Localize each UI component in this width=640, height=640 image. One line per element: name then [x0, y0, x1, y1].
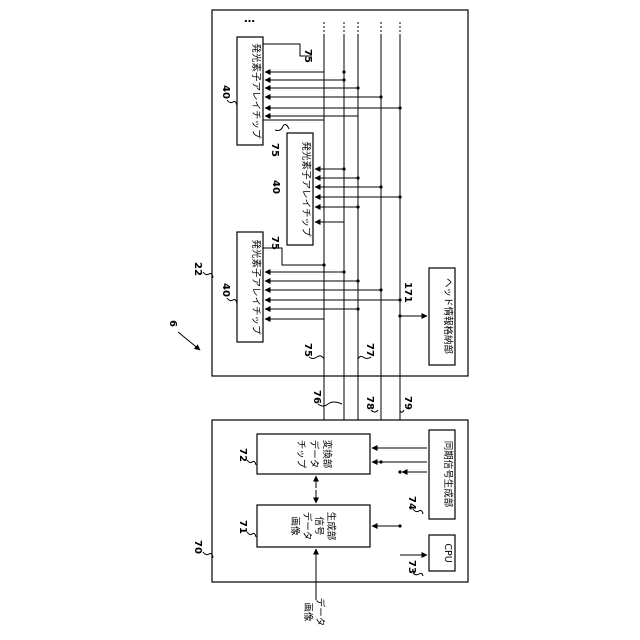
line-79-leader: [400, 410, 404, 412]
line-78-ref: 78: [364, 396, 375, 410]
line-75-ref: 75: [302, 343, 313, 357]
head-ref: 22: [192, 262, 203, 276]
chip-data-converter-label-2: データ: [308, 440, 320, 469]
line-77-ref: 77: [364, 343, 375, 357]
fig-ref-arrow: [178, 332, 200, 350]
line-76-ref: 76: [311, 390, 322, 404]
chip-data-converter-label-1: チップ: [295, 440, 306, 469]
chip-1-line-ref: 75: [302, 49, 313, 63]
image-signal-generator-label-2: データ: [301, 512, 313, 541]
line-78-leader: [371, 410, 378, 412]
head-info-ref: 171: [402, 282, 413, 303]
image-data-input-label-1: 画像: [302, 602, 314, 622]
chip-3-ref: 40: [220, 283, 231, 297]
chip-1-ref: 40: [220, 85, 231, 99]
chip-3-line-ref: 75: [269, 236, 280, 250]
fig-ref: 6: [167, 320, 178, 327]
ellipsis-text: …: [244, 12, 255, 25]
image-signal-generator-label-4: 生成部: [325, 512, 337, 541]
chip-2-line-ref: 75: [269, 143, 280, 157]
chip-2-ref: 40: [270, 180, 281, 194]
controller-ref: 70: [192, 540, 203, 554]
chip-3-label: 発光素子アレイチップ: [250, 239, 262, 335]
image-data-input-label-2: データ: [314, 598, 326, 627]
line-79-ref: 79: [402, 396, 413, 410]
sync-generator-label: 同期信号生成部: [442, 441, 454, 508]
image-signal-generator-label-3: 信号: [313, 516, 325, 535]
sync-generator-ref: 74: [406, 496, 417, 510]
chip-1-label: 発光素子アレイチップ: [250, 43, 262, 139]
image-signal-generator-ref: 71: [237, 520, 248, 534]
chip-data-converter-label-3: 変換部: [321, 440, 333, 469]
cpu-label: CPU: [442, 543, 453, 562]
image-signal-generator-label-1: 画像: [289, 516, 301, 536]
chip-2-label: 発光素子アレイチップ: [300, 141, 312, 237]
cpu-ref: 73: [406, 560, 417, 574]
chip-data-converter-ref: 72: [237, 448, 248, 462]
head-info-storage-label: ヘッド情報格納部: [442, 278, 454, 354]
